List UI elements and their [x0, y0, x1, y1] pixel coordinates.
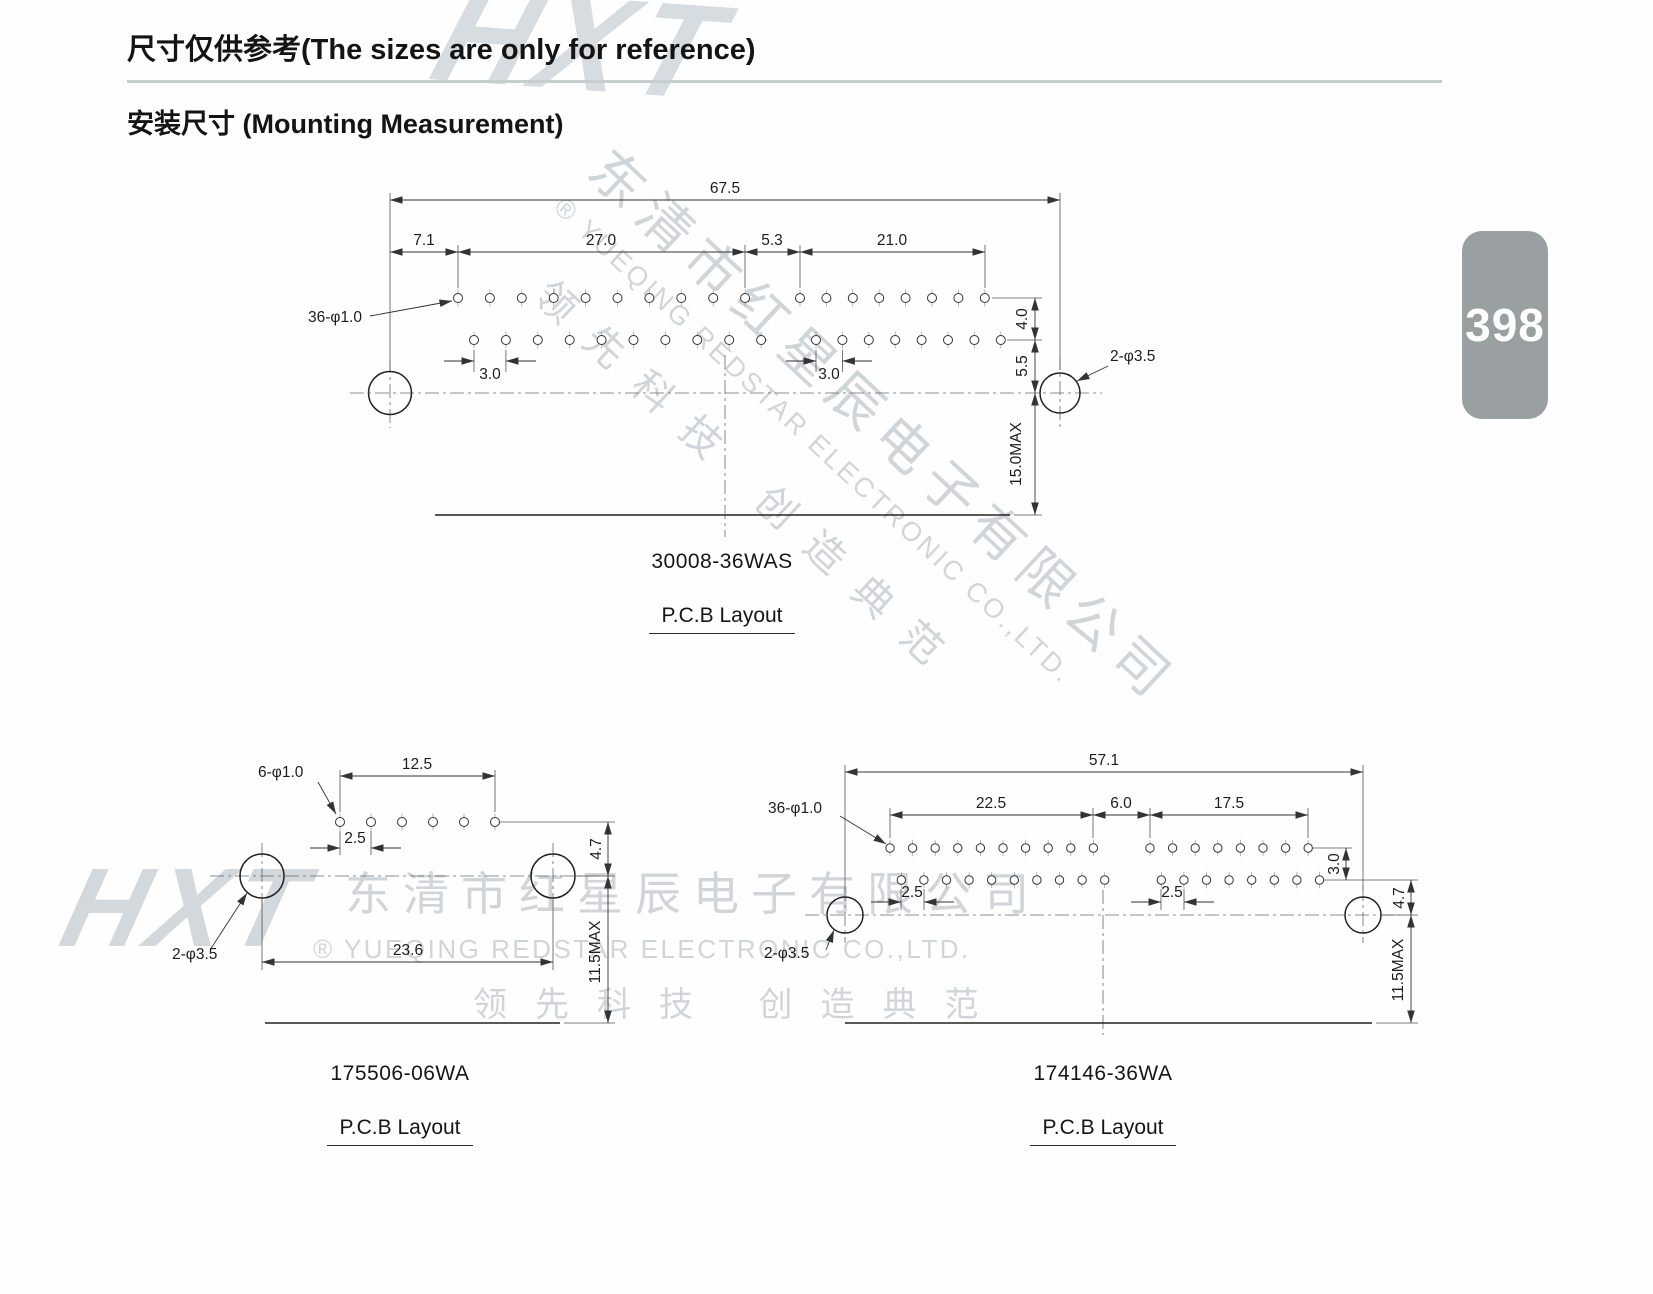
dim-height-max: 15.0MAX	[1008, 421, 1025, 485]
mount-callout-leader	[1076, 365, 1109, 382]
dim-hole-span: 23.6	[393, 942, 423, 959]
mounting-hole-left	[826, 896, 864, 934]
layout-label-1: P.C.B Layout	[649, 604, 795, 634]
dim-row-spacing: 3.0	[1326, 853, 1343, 875]
dim-overall: 67.5	[710, 180, 740, 197]
dim-group2: 17.5	[1214, 795, 1244, 812]
pin-callout-leader	[369, 299, 453, 317]
pin-row-bottom-b	[811, 331, 1006, 349]
dim-overall: 57.1	[1089, 752, 1119, 769]
dim-left-offset: 7.1	[413, 232, 435, 249]
dim-gap: 5.3	[761, 232, 783, 249]
dim-pitch-a: 2.5	[901, 884, 923, 901]
pin-row-top-a	[453, 289, 751, 307]
mount-callout: 2-φ3.5	[1110, 348, 1155, 365]
mount-callout-leader	[209, 892, 248, 951]
dim-height-max: 11.5MAX	[587, 920, 604, 983]
dimension-lines	[369, 196, 1109, 515]
pin-row-top-b	[1145, 839, 1313, 857]
dim-gap: 6.0	[1110, 795, 1132, 812]
mounting-hole-left	[367, 370, 413, 416]
drawing-title-1: 30008-36WAS P.C.B Layout	[557, 550, 887, 634]
drawing-title-3: 174146-36WA P.C.B Layout	[938, 1062, 1268, 1146]
layout-label-2: P.C.B Layout	[327, 1116, 473, 1146]
dim-row-to-center: 5.5	[1014, 355, 1031, 377]
dim-group1: 22.5	[976, 795, 1006, 812]
mount-callout: 2-φ3.5	[764, 945, 809, 962]
pcb-drawing-30008-36was: 67.5 7.1 27.0 5.3 21.0 3.0 3.0 4.0 5.5 1…	[308, 180, 1155, 537]
pin-row-bottom-b	[1156, 871, 1325, 889]
dim-height-max: 11.5MAX	[1390, 938, 1407, 1001]
pin-callout: 6-φ1.0	[258, 764, 304, 781]
dim-pitch-b: 2.5	[1161, 884, 1183, 901]
section-title: 安装尺寸 (Mounting Measurement)	[127, 109, 564, 139]
page-number-badge: 398	[1462, 231, 1548, 419]
dim-pitch-b: 3.0	[818, 366, 840, 383]
dim-pin-span: 12.5	[402, 756, 432, 773]
drawing-title-2: 175506-06WA P.C.B Layout	[235, 1062, 565, 1146]
dim-row-to-center: 4.7	[588, 838, 605, 860]
mounting-hole-right	[530, 853, 576, 899]
dim-group2: 21.0	[877, 232, 908, 249]
centerlines	[350, 355, 1102, 537]
layout-label-3: P.C.B Layout	[1030, 1116, 1176, 1146]
pin-row-top-a	[885, 839, 1099, 857]
part-number-2: 175506-06WA	[330, 1062, 470, 1085]
extension-lines	[389, 193, 1061, 516]
centerlines	[805, 887, 1405, 1035]
dim-pitch-a: 3.0	[479, 366, 501, 383]
pin-row-bottom-a	[896, 871, 1110, 889]
centerlines	[210, 843, 600, 909]
pin-callout: 36-φ1.0	[308, 309, 362, 326]
dimension-lines	[209, 772, 612, 1023]
page-number: 398	[1465, 299, 1545, 351]
dimension-lines	[825, 768, 1415, 1023]
mounting-hole-right	[1039, 372, 1081, 414]
dim-group1: 27.0	[586, 232, 617, 249]
pcb-drawing-174146-36wa: 57.1 22.5 6.0 17.5 2.5 2.5 3.0 4.7 11.5M…	[764, 752, 1418, 1035]
pin-row-bottom-a	[469, 331, 767, 349]
mounting-hole-left	[239, 853, 285, 899]
dim-row-spacing: 4.0	[1014, 308, 1031, 330]
part-number-1: 30008-36WAS	[651, 550, 793, 573]
part-number-3: 174146-36WA	[1033, 1062, 1173, 1085]
mount-callout: 2-φ3.5	[172, 946, 217, 963]
dim-pitch: 2.5	[344, 830, 366, 847]
pcb-drawing-175506-06wa: 12.5 2.5 23.6 4.7 11.5MAX 6-φ1.0 2-φ3.5	[172, 756, 615, 1024]
mount-callout-leader	[825, 929, 835, 951]
pin-callout-leader	[839, 815, 887, 845]
dim-row-to-center: 4.7	[1391, 887, 1408, 909]
page-title: 尺寸仅供参考(The sizes are only for reference)	[127, 34, 756, 66]
header-divider	[127, 80, 1442, 83]
pin-callout: 36-φ1.0	[768, 800, 822, 817]
pin-row	[335, 813, 500, 831]
pin-callout-leader	[317, 781, 337, 815]
pin-row-top-b	[795, 289, 990, 307]
